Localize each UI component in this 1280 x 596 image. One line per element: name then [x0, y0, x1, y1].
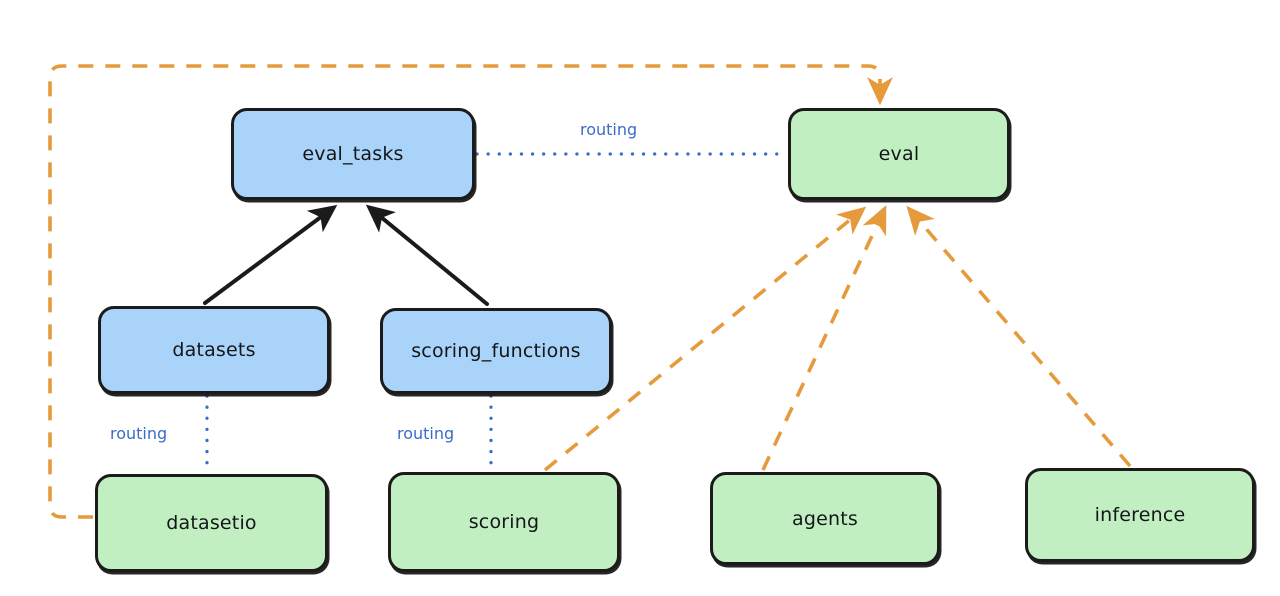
- node-label: scoring_functions: [411, 340, 581, 362]
- edge-label-routing-top: routing: [580, 120, 638, 139]
- edge-scoring_functions-eval_tasks: [365, 204, 489, 306]
- node-scoring[interactable]: scoring: [388, 472, 620, 572]
- node-agents[interactable]: agents: [710, 472, 940, 565]
- node-scoring-functions[interactable]: scoring_functions: [380, 308, 612, 394]
- edge-inference-eval: [906, 205, 1132, 468]
- node-label: agents: [792, 507, 858, 530]
- node-label: eval_tasks: [302, 143, 404, 165]
- edge-datasets-eval_tasks: [203, 204, 338, 305]
- node-label: eval: [878, 143, 920, 165]
- node-datasetio[interactable]: datasetio: [95, 474, 328, 572]
- edge-label-routing-middle: routing: [397, 424, 455, 443]
- node-label: datasets: [172, 339, 256, 361]
- node-eval-tasks[interactable]: eval_tasks: [231, 108, 475, 200]
- node-datasets[interactable]: datasets: [98, 306, 330, 394]
- node-eval[interactable]: eval: [788, 108, 1010, 200]
- edge-agents-eval: [761, 205, 887, 471]
- node-label: inference: [1094, 504, 1186, 526]
- node-inference[interactable]: inference: [1025, 468, 1255, 562]
- edge-label-routing-left: routing: [110, 424, 168, 443]
- node-label: scoring: [468, 511, 540, 533]
- node-label: datasetio: [166, 512, 257, 534]
